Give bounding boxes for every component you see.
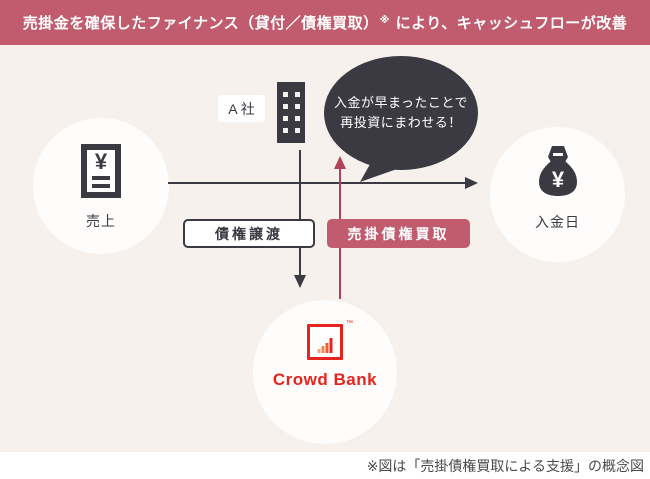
- title-rest: により、キャッシュフローが改善: [390, 15, 628, 32]
- building-window: [294, 128, 300, 133]
- invoice-icon: ¥: [81, 144, 121, 203]
- building-window: [282, 128, 288, 133]
- building-window: [294, 104, 300, 109]
- purchase-box: 売掛債権買取: [327, 219, 470, 248]
- crowd-bank-name: Crowd Bank: [272, 370, 378, 389]
- footer-note: ※図は「売掛債権買取による支援」の概念図: [366, 457, 644, 474]
- sales-node: ¥ 売上: [33, 118, 169, 254]
- bar-chart-logo-icon: [307, 324, 343, 360]
- speech-bubble: 入金が早まったことで 再投資にまわせる！: [324, 56, 478, 170]
- trademark-mark: ™: [346, 320, 353, 327]
- header-banner: 売掛金を確保したファイナンス（貸付／債権買取）※ により、キャッシュフローが改善: [0, 0, 650, 45]
- payment-node: ¥ 入金日: [490, 127, 625, 262]
- money-bag-icon: ¥: [535, 143, 581, 204]
- payment-label: 入金日: [535, 214, 580, 230]
- invoice-yen-glyph: ¥: [95, 149, 108, 174]
- building-window: [294, 116, 300, 121]
- timeline-arrow: [168, 177, 478, 189]
- sales-label: 売上: [86, 213, 116, 229]
- logo-bars: [317, 338, 333, 353]
- building-window: [282, 92, 288, 97]
- crowd-bank-node: ™ Crowd Bank: [253, 300, 397, 444]
- bag-yen-glyph: ¥: [551, 167, 564, 192]
- building-icon: [277, 82, 305, 143]
- page-title: 売掛金を確保したファイナンス（貸付／債権買取）※ により、キャッシュフローが改善: [23, 12, 627, 33]
- title-note-mark: ※: [379, 15, 390, 26]
- title-main: 売掛金を確保したファイナンス（貸付／債権買取）: [22, 15, 379, 32]
- transfer-down-arrow: [294, 150, 306, 288]
- footer-note-bar: ※図は「売掛債権買取による支援」の概念図: [0, 452, 650, 479]
- bubble-line2: 再投資にまわせる！: [340, 115, 462, 130]
- bubble-line1: 入金が早まったことで: [333, 95, 469, 110]
- building-window: [282, 116, 288, 121]
- building-window: [294, 92, 300, 97]
- crowd-bank-logo: ™: [307, 320, 353, 360]
- building-window: [282, 104, 288, 109]
- transfer-box: 債権譲渡: [183, 219, 315, 248]
- company-a-label: A 社: [218, 95, 265, 122]
